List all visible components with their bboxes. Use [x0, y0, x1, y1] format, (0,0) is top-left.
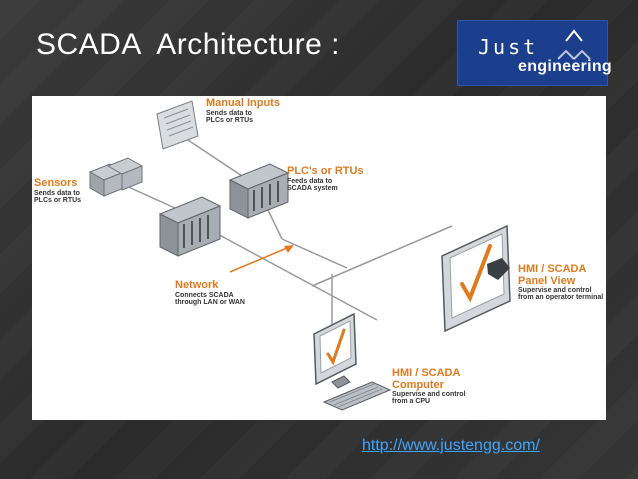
scada-diagram: Manual Inputs Sends data to PLCs or RTUs… [32, 96, 606, 420]
hmi-computer-desc: Supervise and control from a CPU [392, 391, 466, 406]
logo-chevron-icon [557, 29, 591, 60]
slide-title: SCADA Architecture : [36, 28, 340, 61]
plcs-rtus-desc: Feeds data to SCADA system [287, 177, 338, 192]
sensors-desc: Sends data to PLCs or RTUs [34, 189, 82, 204]
plc-unit-1-icon [158, 196, 222, 257]
plcs-rtus-label: PLC's or RTUs Feeds data to SCADA system [287, 165, 364, 192]
logo-text-engineering: engineering [518, 58, 612, 75]
hmi-computer-title: HMI / SCADA Computer [392, 367, 461, 391]
hmi-panel-monitor-icon [441, 224, 511, 333]
network-label: Network Connects SCADA through LAN or WA… [175, 279, 245, 306]
logo-text-just: Just [478, 35, 539, 59]
hmi-panel-title: HMI / SCADA Panel View [518, 263, 587, 287]
hmi-panel-label: HMI / SCADA Panel View Supervise and con… [518, 263, 604, 302]
manual-inputs-title: Manual Inputs [206, 97, 280, 109]
plc-unit-2-icon [228, 163, 290, 219]
sensors-label: Sensors Sends data to PLCs or RTUs [34, 177, 82, 204]
just-engineering-logo: Just engineering [457, 20, 612, 86]
plc2-to-bus-line [281, 238, 348, 269]
sensor-devices-icon [88, 157, 144, 197]
manual-inputs-desc: Sends data to PLCs or RTUs [206, 109, 254, 124]
diagram-graphics [88, 100, 511, 411]
network-title: Network [175, 279, 219, 291]
network-desc: Connects SCADA through LAN or WAN [175, 291, 245, 306]
website-link[interactable]: http://www.justengg.com/ [362, 437, 540, 454]
plc-to-network-line [211, 230, 378, 321]
network-arrow [229, 245, 294, 273]
sensors-title: Sensors [34, 177, 78, 189]
hmi-panel-desc: Supervise and control from an operator t… [518, 287, 604, 302]
hmi-computer-monitor-icon [313, 312, 357, 389]
manual-input-document-icon [156, 100, 199, 150]
manual-inputs-label: Manual Inputs Sends data to PLCs or RTUs [206, 97, 280, 124]
plc2-drop-line [266, 207, 283, 240]
computer-keyboard-icon [322, 381, 392, 411]
plcs-rtus-title: PLC's or RTUs [287, 165, 364, 177]
hmi-computer-label: HMI / SCADA Computer Supervise and contr… [392, 367, 466, 406]
network-to-panel-line [311, 225, 453, 287]
